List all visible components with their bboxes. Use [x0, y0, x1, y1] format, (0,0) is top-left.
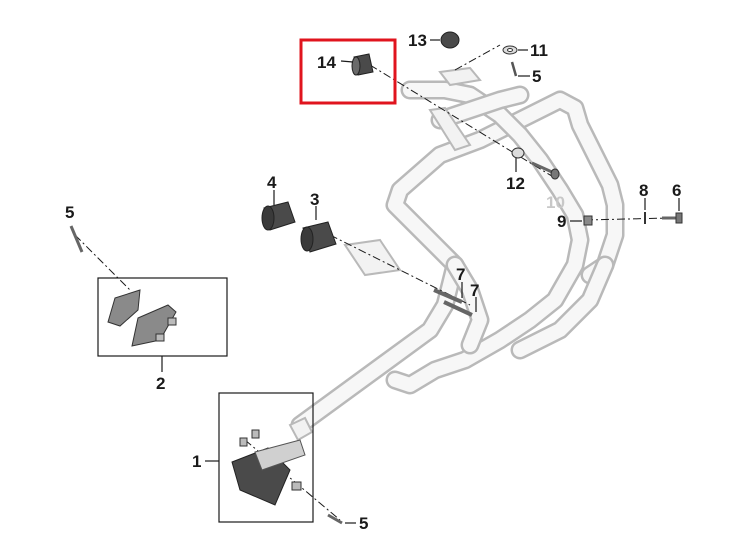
part-7-bolt-b[interactable]	[443, 297, 477, 317]
callout-3: 3	[310, 190, 319, 209]
part-5-bolt-left[interactable]	[69, 225, 84, 253]
part-5-bolt-top[interactable]	[510, 61, 530, 77]
part-4-bushing[interactable]	[261, 190, 296, 231]
part-9-nut[interactable]	[570, 215, 593, 226]
callout-8: 8	[639, 181, 648, 200]
callout-11: 11	[530, 41, 548, 60]
part-11-washer[interactable]	[502, 45, 528, 55]
callout-5-bottom: 5	[359, 514, 368, 533]
carrier-frame	[288, 66, 625, 442]
callout-5-top: 5	[532, 67, 541, 86]
part-12-washer[interactable]	[511, 147, 525, 172]
callout-7-b: 7	[470, 281, 479, 300]
part-1-kit[interactable]	[205, 392, 314, 523]
callout-7-a: 7	[456, 265, 465, 284]
callout-5-left: 5	[65, 203, 74, 222]
callout-6: 6	[672, 181, 681, 200]
callout-10: 10	[546, 193, 565, 212]
callout-12: 12	[506, 174, 525, 193]
part-5-bolt-bottom[interactable]	[327, 513, 356, 525]
part-3-bushing[interactable]	[300, 206, 337, 253]
callout-4: 4	[267, 173, 277, 192]
part-13-nut[interactable]	[430, 31, 460, 49]
callout-9: 9	[557, 212, 566, 231]
part-6-bolt[interactable]	[662, 198, 683, 224]
part-14-sleeve[interactable]	[299, 38, 397, 105]
highlight-box	[299, 38, 397, 105]
callout-1: 1	[192, 452, 201, 471]
callout-13: 13	[408, 31, 427, 50]
callout-2: 2	[156, 374, 165, 393]
part-7-bolt-a[interactable]	[433, 282, 463, 304]
part-2-kit[interactable]	[97, 277, 228, 372]
part-10-bolt[interactable]	[531, 161, 560, 180]
callout-14: 14	[317, 53, 336, 72]
